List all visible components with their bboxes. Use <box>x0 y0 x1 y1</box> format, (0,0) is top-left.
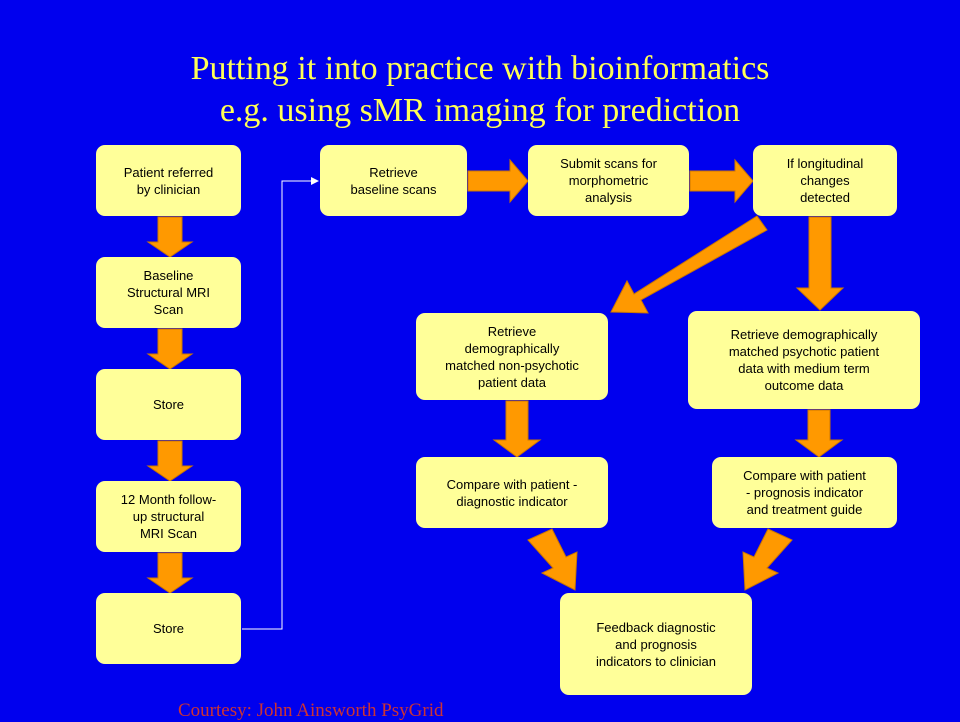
courtesy-credit: Courtesy: John Ainsworth PsyGrid <box>178 700 444 721</box>
box-compare-prognosis: Compare with patient - prognosis indicat… <box>712 457 897 528</box>
box-retrieve-baseline: Retrieve baseline scans <box>320 145 467 216</box>
arrow-psychotic-to-compare <box>794 409 844 458</box>
arrow-submit-to-longitudinal <box>689 158 754 204</box>
arrow-baseline-to-store <box>146 328 194 370</box>
title-line-1: Putting it into practice with bioinforma… <box>190 50 770 87</box>
arrow-followup-to-store <box>146 552 194 594</box>
box-retrieve-nonpsychotic: Retrieve demographically matched non-psy… <box>416 313 608 400</box>
box-followup-mri: 12 Month follow- up structural MRI Scan <box>96 481 241 552</box>
box-store-2: Store <box>96 593 241 664</box>
arrow-longitudinal-to-psychotic <box>795 216 845 311</box>
arrow-referred-to-baseline <box>146 216 194 258</box>
box-longitudinal: If longitudinal changes detected <box>753 145 897 216</box>
arrow-nonpsychotic-to-compare <box>492 400 542 458</box>
arrow-prognosis-to-feedback <box>742 528 793 591</box>
box-feedback: Feedback diagnostic and prognosis indica… <box>560 593 752 695</box>
arrow-store-to-followup <box>146 440 194 482</box>
slide-title: Putting it into practice with bioinforma… <box>0 48 960 132</box>
connector-store-to-retrieve <box>242 177 319 630</box>
title-line-2: e.g. using sMR imaging for prediction <box>219 92 741 129</box>
box-retrieve-psychotic: Retrieve demographically matched psychot… <box>688 311 920 409</box>
box-baseline-mri: Baseline Structural MRI Scan <box>96 257 241 328</box>
box-compare-diagnostic: Compare with patient - diagnostic indica… <box>416 457 608 528</box>
arrow-longitudinal-to-nonpsychotic <box>610 215 768 314</box>
arrow-retrieve-to-submit <box>467 158 529 204</box>
box-store-1: Store <box>96 369 241 440</box>
box-patient-referred: Patient referred by clinician <box>96 145 241 216</box>
arrow-diagnostic-to-feedback <box>527 528 578 591</box>
box-submit-scans: Submit scans for morphometric analysis <box>528 145 689 216</box>
